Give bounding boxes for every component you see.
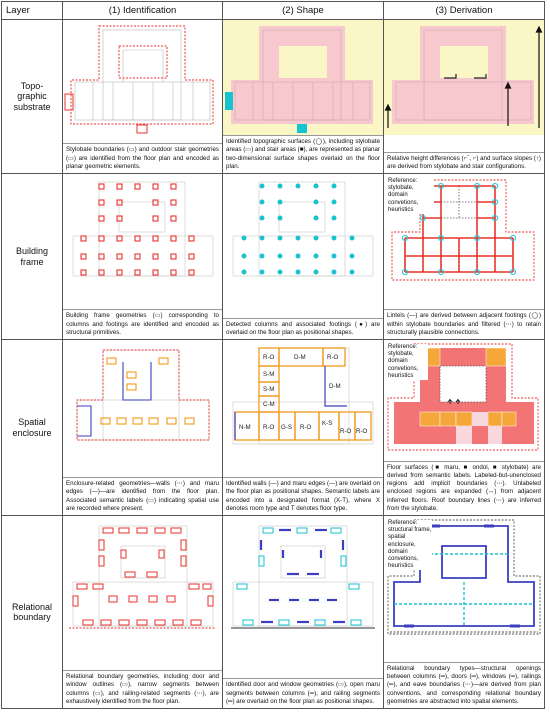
frame-shape-cell: Detected columns and associated footings… (223, 174, 384, 340)
frame-identification-caption: Building frame geometries (▭) correspond… (63, 309, 222, 339)
header-shape: (2) Shape (223, 2, 384, 20)
layer-label-line: enclosure (12, 427, 52, 438)
frame-shape-figure (223, 174, 383, 299)
shape-label: R-O (263, 424, 275, 431)
shape-label: S-M (263, 386, 274, 393)
frame-derivation-figure: Reference: stylobate, domain convetions,… (384, 174, 544, 299)
boundary-shape-figure (223, 516, 383, 651)
boundary-shape-caption: Identified door and window geometries (▭… (223, 678, 383, 708)
header-shape-label: (2) Shape (282, 5, 324, 16)
enclosure-identification-cell: Enclosure-related geometries—walls (⋯) a… (63, 340, 223, 516)
header-identification: (1) Identification (63, 2, 223, 20)
layer-label-line: Relational (11, 601, 53, 612)
topo-derivation-figure (384, 20, 544, 135)
layer-label-line: Building (15, 246, 49, 257)
layer-label-line: frame (20, 256, 44, 267)
boundary-identification-caption: Relational boundary geometries, includin… (63, 670, 222, 708)
header-layer: Layer (2, 2, 63, 20)
layer-label-line: Topo- (20, 80, 44, 91)
shape-label: N-M (239, 424, 251, 431)
layer-label-line: Spatial (18, 417, 46, 428)
boundary-shape-cell: Identified door and window geometries (▭… (223, 516, 384, 709)
frame-derivation-cell: Reference: stylobate, domain convetions,… (384, 174, 545, 340)
frame-shape-caption: Detected columns and associated footings… (223, 317, 383, 339)
topo-identification-cell: Stylobate boundaries (▭) and outdoor sta… (63, 20, 223, 174)
enclosure-derivation-cell: Reference: stylobate, domain convetions,… (384, 340, 545, 516)
enclosure-shape-caption: Identified walls (—) and maru edges (—) … (223, 477, 383, 515)
shape-label: R-O (327, 354, 339, 361)
shape-label: R-O (300, 424, 312, 431)
shape-label: R-O (340, 428, 352, 435)
frame-identification-cell: Building frame geometries (▭) correspond… (63, 174, 223, 340)
boundary-identification-figure (63, 516, 222, 651)
header-layer-label: Layer (6, 5, 30, 16)
enclosure-shape-cell: R-O D-M R-O S-M S-M C-M D-M N-M R-O G-S … (223, 340, 384, 516)
topo-shape-cell: Identified topographic surfaces (◯), inc… (223, 20, 384, 174)
topo-identification-figure (63, 20, 222, 135)
header-identification-label: (1) Identification (108, 5, 177, 16)
shape-label: R-O (263, 354, 275, 361)
shape-label: G-S (281, 424, 292, 431)
enclosure-reference-note: Reference: stylobate, domain convetions,… (388, 344, 428, 380)
boundary-derivation-cell: Reference: structural frame, spatial enc… (384, 516, 545, 709)
topo-identification-caption: Stylobate boundaries (▭) and outdoor sta… (63, 143, 222, 173)
layer-label-line: substrate (13, 101, 51, 112)
shape-label: D-M (294, 354, 306, 361)
topo-shape-figure (223, 20, 383, 135)
frame-identification-figure (63, 174, 222, 299)
enclosure-identification-caption: Enclosure-related geometries—walls (⋯) a… (63, 477, 222, 515)
topo-derivation-caption: Relative height differences (⌐‾, ⌐) and … (384, 151, 544, 173)
boundary-identification-cell: Relational boundary geometries, includin… (63, 516, 223, 709)
shape-label: C-M (263, 401, 275, 408)
enclosure-shape-figure: R-O D-M R-O S-M S-M C-M D-M N-M R-O G-S … (223, 340, 383, 458)
header-derivation: (3) Derivation (384, 2, 545, 20)
shape-label: D-M (329, 383, 341, 390)
boundary-derivation-caption: Relational boundary types—structural ope… (384, 662, 544, 708)
boundary-reference-note: Reference: structural frame, spatial enc… (388, 520, 432, 571)
shape-label: R-O (356, 428, 368, 435)
shape-label: S-M (263, 371, 274, 378)
topo-shape-caption: Identified topographic surfaces (◯), inc… (223, 135, 383, 173)
layer-label-line: graphic (17, 91, 47, 102)
layer-label-line: boundary (13, 612, 51, 622)
topo-derivation-cell: Relative height differences (⌐‾, ⌐) and … (384, 20, 545, 174)
shape-label: K-S (322, 420, 332, 427)
enclosure-identification-figure (63, 340, 222, 458)
enclosure-derivation-caption: Floor surfaces (■ maru, ■ ondol, ■ stylo… (384, 460, 544, 515)
frame-reference-note: Reference: stylobate, domain convetions,… (388, 178, 434, 214)
frame-derivation-caption: Lintels (—) are derived between adjacent… (384, 309, 544, 339)
header-derivation-label: (3) Derivation (435, 5, 493, 16)
enclosure-derivation-figure: Reference: stylobate, domain convetions,… (384, 340, 544, 458)
boundary-derivation-figure: Reference: structural frame, spatial enc… (384, 516, 544, 651)
